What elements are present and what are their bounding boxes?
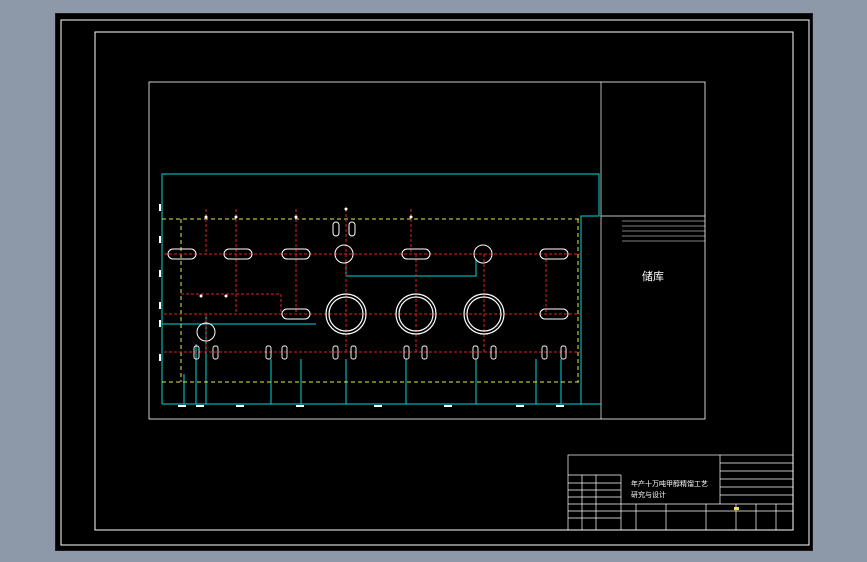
cyan-pipe-network <box>161 173 601 405</box>
title-block <box>567 454 794 531</box>
vertical-drums <box>332 221 356 237</box>
cad-viewport[interactable]: 储库 年产十万吨甲醇精馏工艺 研究与设计 <box>55 13 813 551</box>
small-tanks <box>196 244 493 342</box>
title-block-marker <box>734 507 739 510</box>
side-label: 储库 <box>642 270 664 283</box>
stair-hatch <box>622 220 705 242</box>
drawing-canvas <box>60 19 810 546</box>
left-dimension-ticks <box>159 204 161 361</box>
pump-row <box>193 345 567 360</box>
title-block-title: 年产十万吨甲醇精馏工艺 <box>631 480 708 488</box>
plan-boundary <box>148 81 706 420</box>
red-process-lines <box>164 209 581 353</box>
distillation-columns <box>325 293 505 335</box>
inner-border <box>94 31 794 531</box>
horizontal-vessels-row1 <box>167 248 569 320</box>
bottom-dimension-ticks <box>178 405 564 407</box>
valve-dots <box>199 207 413 298</box>
yellow-centerlines <box>162 218 581 383</box>
outer-border <box>60 19 810 546</box>
title-block-subtitle: 研究与设计 <box>631 491 666 499</box>
